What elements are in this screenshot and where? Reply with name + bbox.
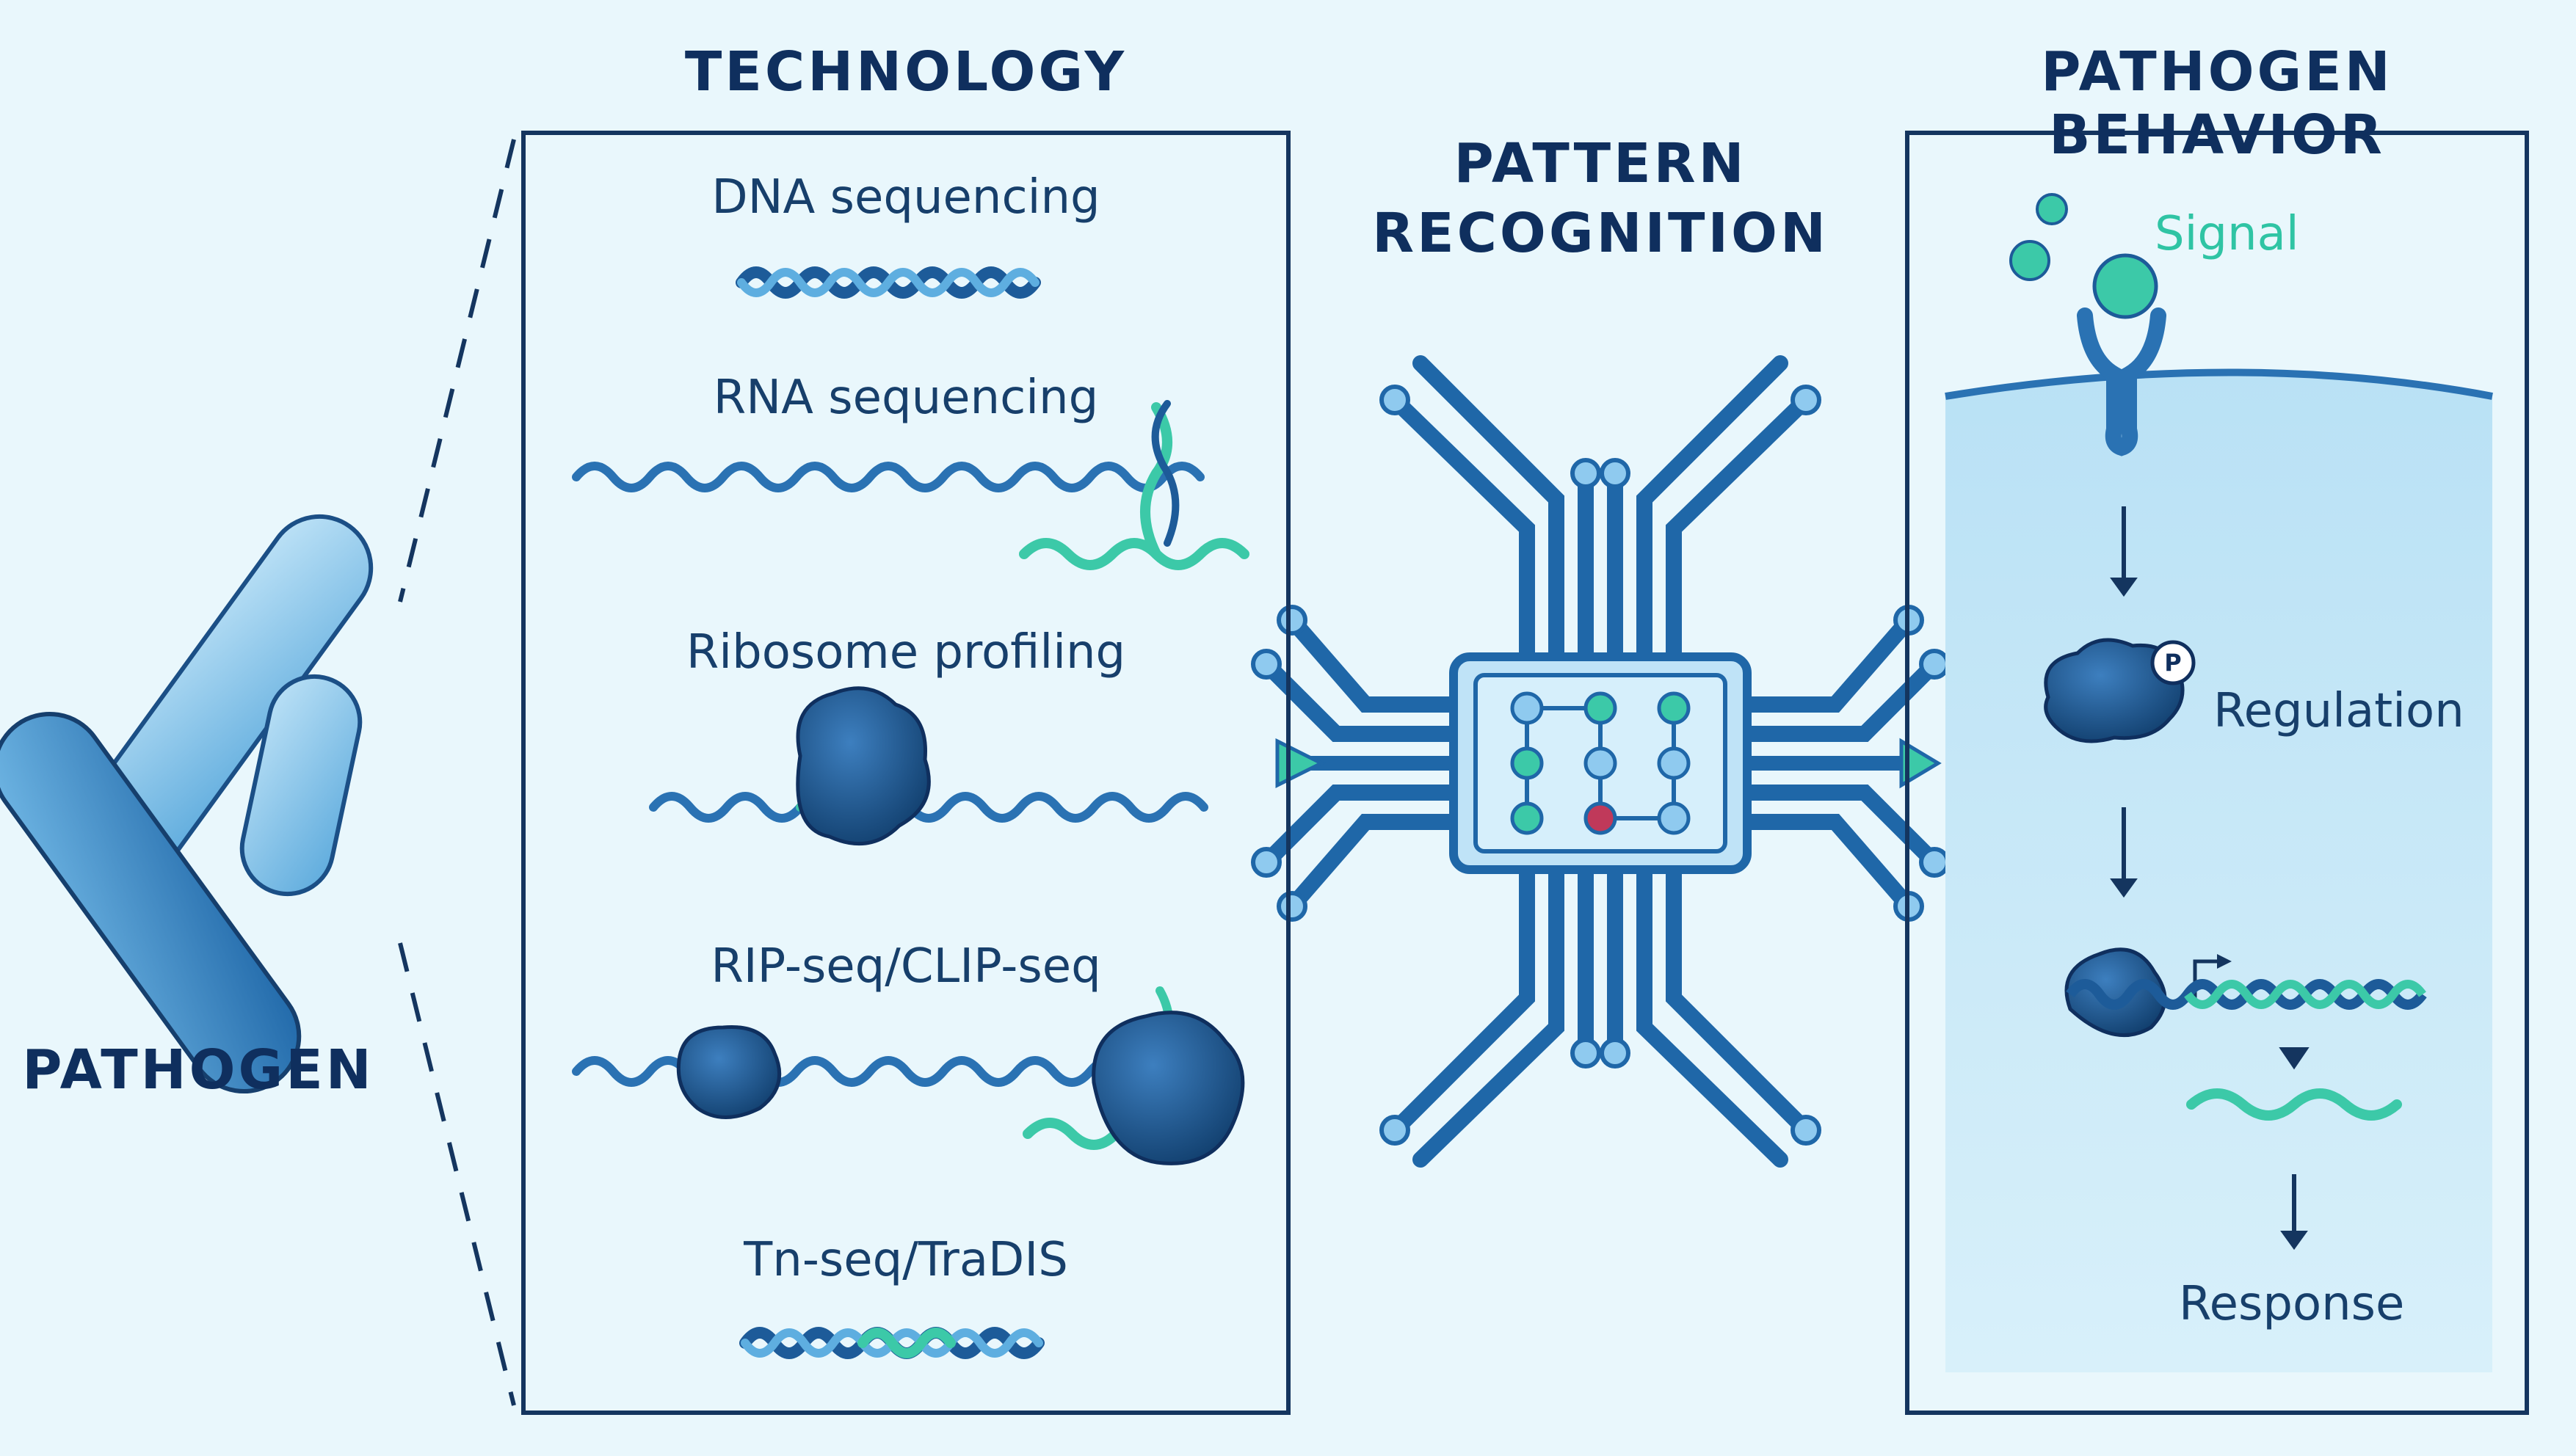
technology-heading: TECHNOLOGY xyxy=(684,40,1128,103)
pathogen-behavior-panel xyxy=(1905,131,2529,1415)
technology-label-rna-sequencing: RNA sequencing xyxy=(713,371,1099,425)
technology-panel xyxy=(521,131,1291,1415)
chip-illustration xyxy=(1251,355,1950,1168)
technology-blobs xyxy=(676,686,1245,1165)
regulation-label: Regulation xyxy=(2213,684,2464,738)
pathogen-heading: PATHOGEN xyxy=(22,1038,374,1102)
cell-illustration xyxy=(1945,193,2493,1372)
pattern-recognition-heading-line1: PATTERN xyxy=(1454,132,1747,195)
phospho-label: P xyxy=(2164,649,2182,677)
pattern-recognition-heading-line2: RECOGNITION xyxy=(1372,202,1829,265)
signal-label: Signal xyxy=(2155,207,2299,261)
response-label: Response xyxy=(2179,1277,2405,1331)
technology-label-tn-seq-tradis: Tn-seq/TraDIS xyxy=(744,1233,1068,1287)
zoom-lines xyxy=(398,139,516,1406)
technology-label-dna-sequencing: DNA sequencing xyxy=(711,170,1100,225)
pathogen-illustration xyxy=(0,514,374,1094)
technology-label-rip-clip-seq: RIP-seq/CLIP-seq xyxy=(711,939,1101,994)
pathogen-behavior-heading: PATHOGEN BEHAVIOR xyxy=(2041,40,2393,167)
technology-label-ribosome-profiling: Ribosome profiling xyxy=(686,625,1126,680)
